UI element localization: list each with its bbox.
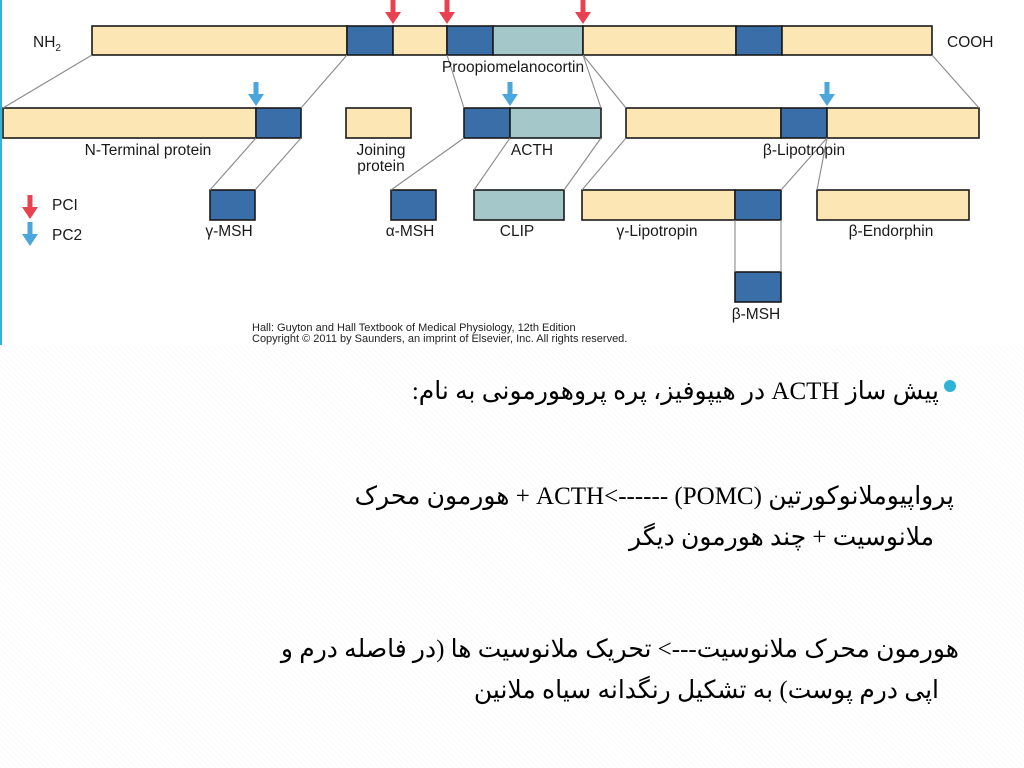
beta-lipotropin-right	[826, 107, 980, 139]
pc1-arrow-icon	[439, 0, 455, 24]
alpha-msh-label: α-MSH	[386, 223, 435, 240]
pc1-arrow-icon	[575, 0, 591, 24]
pomc-label: Proopiomelanocortin	[442, 59, 584, 76]
slide-body: پیش ساز ACTH در هیپوفیز، پره پروهورمونی …	[0, 345, 1024, 768]
pomc-seg-clip	[492, 25, 584, 56]
pc1-arrow-icon	[385, 0, 401, 24]
pomc-processing-diagram: PCI PC2 NH2 COOH Proopiomelanocortin N-T…	[2, 0, 994, 345]
joining-protein-box	[345, 107, 412, 139]
joining-label-line1: Joining	[356, 142, 405, 159]
joining-label-line2: protein	[357, 158, 404, 175]
acth-blue	[463, 107, 511, 139]
clip-label: CLIP	[500, 223, 534, 240]
pc1-legend-arrow-icon	[22, 195, 38, 219]
gamma-lipotropin-label: γ-Lipotropin	[617, 223, 698, 240]
beta-endorphin-box	[816, 189, 970, 221]
acth-label: ACTH	[511, 142, 553, 159]
pc2-arrow-icon	[819, 82, 835, 106]
n-terminal-blue	[255, 107, 302, 139]
pomc-seg-blue-2	[446, 25, 494, 56]
n-terminal-cream	[2, 107, 257, 139]
pomc-seg-blue-1	[346, 25, 394, 56]
pc2-arrow-icon	[502, 82, 518, 106]
alpha-msh-box	[390, 189, 437, 221]
legend: PCI PC2	[22, 195, 82, 246]
pomc-figure: PCI PC2 NH2 COOH Proopiomelanocortin N-T…	[0, 0, 1024, 345]
pc2-arrow-icon	[248, 82, 264, 106]
beta-lipotropin-blue	[780, 107, 828, 139]
pomc-seg-blue-3	[735, 25, 783, 56]
pc2-legend-arrow-icon	[22, 222, 38, 246]
pc1-arrows	[385, 0, 591, 24]
cooh-label: COOH	[947, 34, 994, 51]
pomc-seg-3	[582, 25, 737, 56]
gamma-msh-box	[209, 189, 256, 221]
gamma-lipotropin-blue	[734, 189, 782, 221]
gamma-msh-label: γ-MSH	[205, 223, 252, 240]
pc2-legend-label: PC2	[52, 227, 82, 244]
bullet-text: پیش ساز ACTH در هیپوفیز، پره پروهورمونی …	[411, 378, 939, 405]
pomc-line-2: ملانوسیت + چند هورمون دیگر	[629, 524, 934, 551]
beta-msh-box	[734, 271, 782, 303]
pomc-line-1: پرواپیوملانوکورتین (POMC) ------>ACTH + …	[354, 483, 954, 510]
n-terminal-label: N-Terminal protein	[85, 142, 212, 159]
pomc-seg-1	[91, 25, 348, 56]
beta-msh-label: β-MSH	[732, 306, 781, 323]
pomc-seg-2	[392, 25, 448, 56]
pomc-seg-4	[781, 25, 933, 56]
gamma-lipotropin-box	[581, 189, 736, 221]
beta-lipotropin-left	[625, 107, 782, 139]
connector-lines	[2, 54, 980, 272]
pc1-legend-label: PCI	[52, 197, 78, 214]
pc2-arrows	[248, 82, 835, 106]
bullet-icon	[944, 380, 956, 392]
beta-endorphin-label: β-Endorphin	[849, 223, 934, 240]
msh-line-2: اپی درم پوست) به تشکیل رنگدانه سیاه ملان…	[473, 677, 939, 704]
clip-box	[473, 189, 565, 221]
left-accent-bar	[0, 0, 2, 345]
msh-line-1: هورمون محرک ملانوسیت---> تحریک ملانوسیت …	[280, 636, 959, 663]
credit-line-1: Hall: Guyton and Hall Textbook of Medica…	[252, 322, 576, 334]
acth-clip	[509, 107, 602, 139]
credit-line-2: Copyright © 2011 by Saunders, an imprint…	[252, 333, 627, 345]
nh2-label: NH2	[33, 34, 61, 54]
beta-lipotropin-label: β-Lipotropin	[763, 142, 845, 159]
